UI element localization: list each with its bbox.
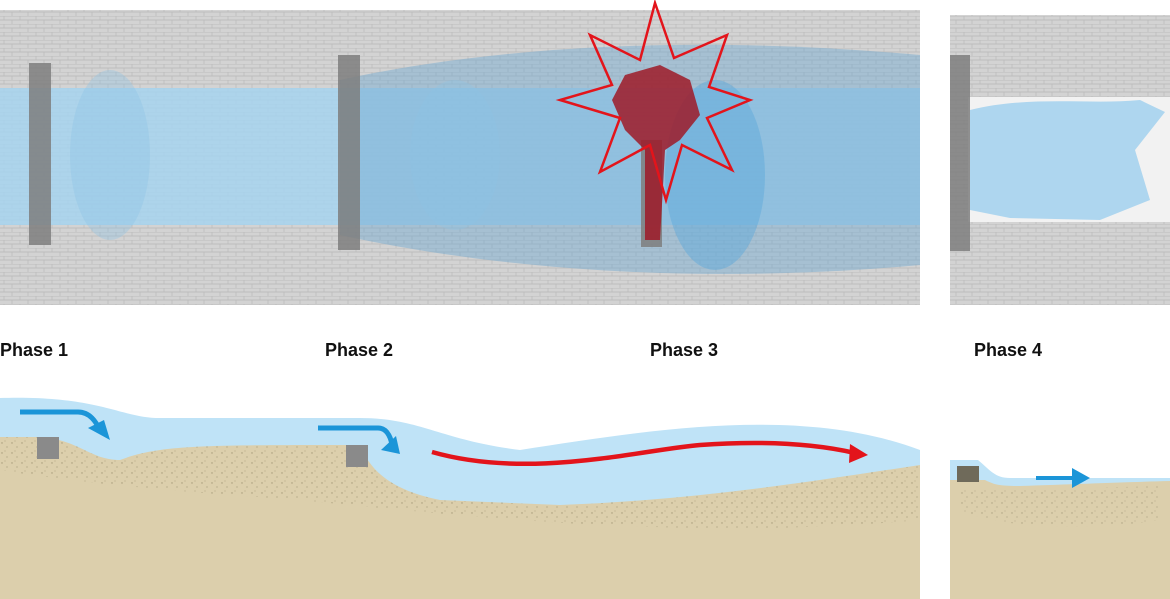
- phase-2-label: Phase 2: [325, 340, 394, 360]
- water-spread-zone: [340, 44, 920, 274]
- barrier-post: [29, 63, 51, 245]
- plan-view-panel: [0, 0, 920, 305]
- section-view-panel-phase4: [950, 460, 1170, 599]
- phase-3-label: Phase 3: [650, 340, 719, 360]
- phase-1-label: Phase 1: [0, 340, 69, 360]
- seepage-front: [410, 80, 500, 230]
- breach-damage: [612, 65, 700, 240]
- seepage-front: [70, 70, 150, 240]
- breach-burst-icon: [555, 0, 754, 205]
- flow-arrowhead-icon: [381, 436, 400, 454]
- barrier-block: [346, 445, 368, 467]
- water-patch: [970, 100, 1165, 220]
- flow-arrowhead-icon: [1072, 468, 1090, 488]
- plan-view-panel-phase4: [950, 15, 1170, 305]
- phase-4-label: Phase 4: [974, 340, 1043, 360]
- barrier-post: [950, 55, 970, 251]
- erosion-flow-arrow: [431, 440, 856, 467]
- barrier-block: [957, 466, 979, 482]
- section-view-panel: [0, 397, 920, 599]
- flow-arrowhead-icon: [88, 420, 110, 440]
- barrier-post: [338, 55, 360, 250]
- sand-texture: [960, 486, 1160, 527]
- sand-texture: [0, 437, 920, 529]
- barrier-block: [37, 437, 59, 459]
- erosion-arrowhead-icon: [849, 444, 868, 463]
